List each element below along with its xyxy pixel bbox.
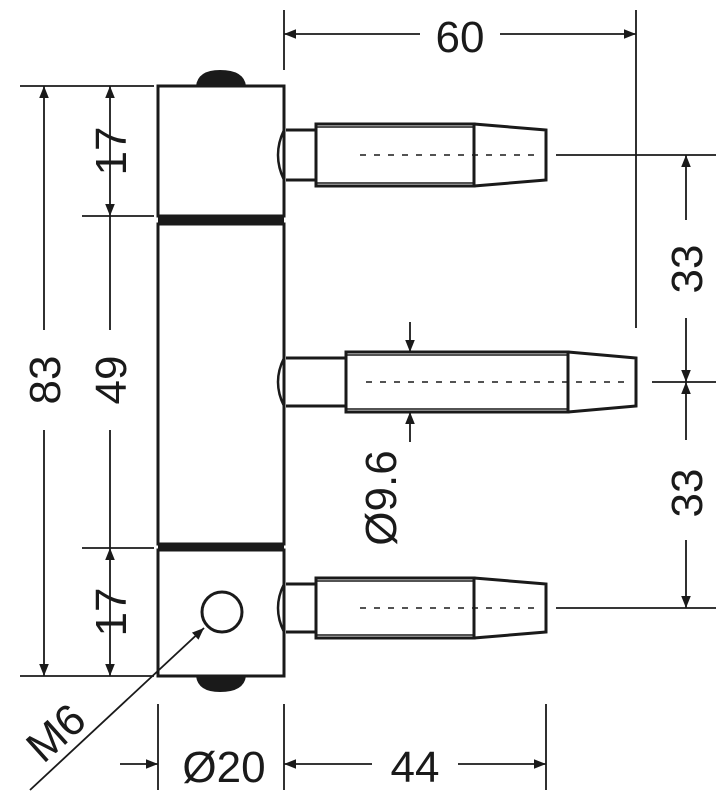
dimension-lines [20,10,716,791]
label-60: 60 [436,13,485,62]
label-17-top: 17 [87,127,136,176]
top-pin [276,122,548,188]
label-barrel-diameter: Ø20 [182,743,265,792]
bottom-end-cap [196,676,246,692]
middle-leaf [156,222,286,546]
upper-joint [158,215,284,224]
lower-joint [158,543,284,551]
label-44: 44 [391,743,440,792]
hinge-body [156,70,286,692]
label-33-upper: 33 [663,245,712,294]
label-49: 49 [87,356,136,405]
top-leaf [156,84,286,218]
bottom-pin [276,576,548,640]
label-17-bottom: 17 [87,588,136,637]
top-end-cap [196,70,246,86]
label-m6: M6 [17,695,95,772]
bottom-leaf [156,548,286,678]
screw-hole [200,590,244,634]
label-83: 83 [21,356,70,405]
label-pin-diameter: Ø9.6 [357,450,406,545]
label-33-lower: 33 [663,469,712,518]
m6-leader [29,627,205,791]
pins [276,122,638,640]
middle-pin [276,350,638,414]
